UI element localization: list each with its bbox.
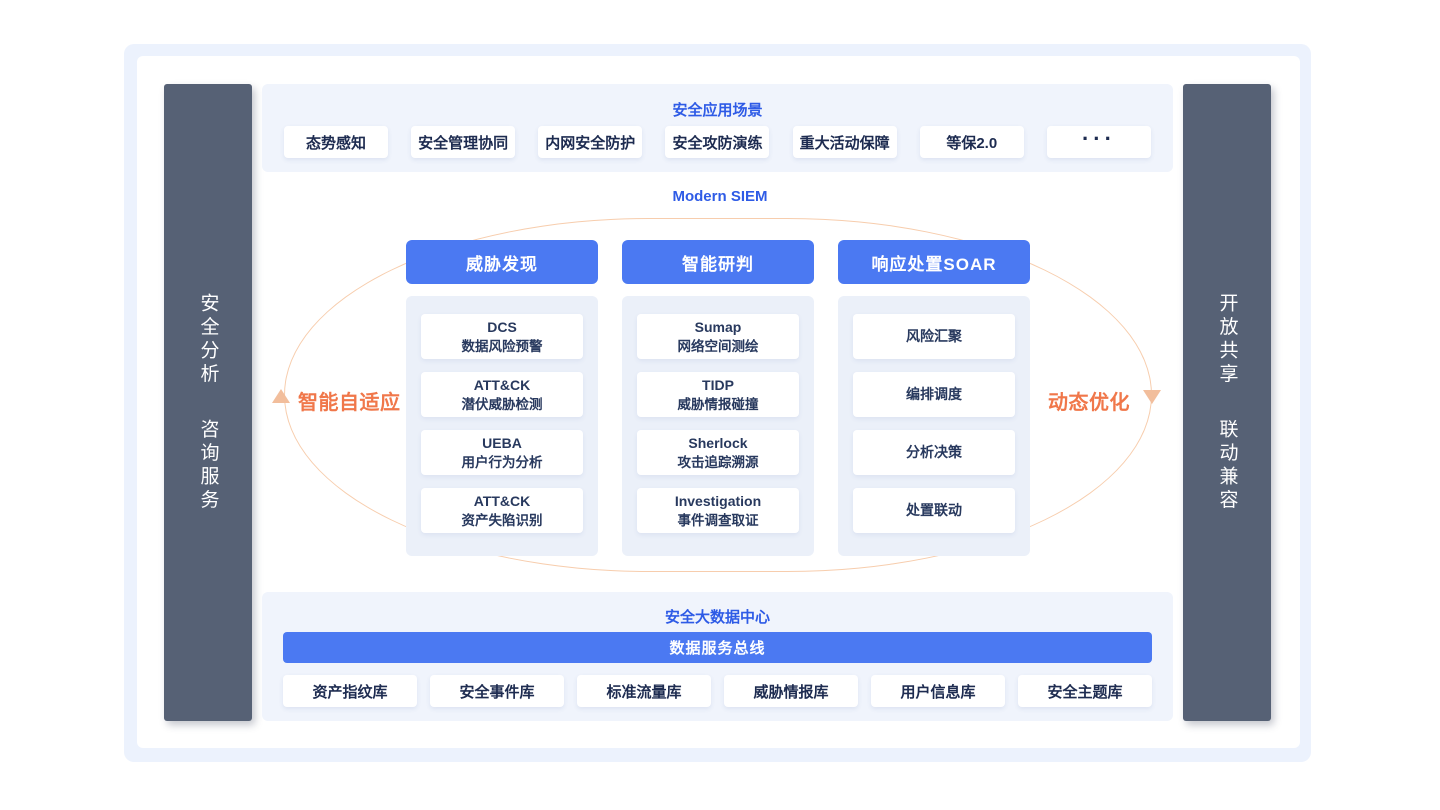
card-subtitle: 资产失陷识别 (461, 512, 543, 528)
card-subtitle: 网络空间测绘 (677, 338, 759, 354)
left-sidebar-label-consulting-services: 咨询服务 (197, 418, 219, 513)
scenario-chip-major-event-support[interactable]: 重大活动保障 (792, 126, 897, 158)
threat-discovery-header[interactable]: 威胁发现 (406, 240, 598, 284)
scenario-chip-attack-defense-drill[interactable]: 安全攻防演练 (665, 126, 770, 158)
capability-card-orchestration[interactable]: 编排调度 (853, 372, 1015, 417)
security-scenarios-section: 安全应用场景 态势感知 安全管理协同 内网安全防护 安全攻防演练 重大活动保障 … (262, 84, 1173, 172)
card-title: DCS (487, 318, 517, 335)
capability-card-sumap[interactable]: Sumap 网络空间测绘 (637, 314, 799, 359)
more-scenarios-ellipsis-icon[interactable]: ··· (1046, 126, 1151, 158)
response-soar-header[interactable]: 响应处置SOAR (838, 240, 1030, 284)
siem-section-title: Modern SIEM (672, 188, 768, 205)
card-subtitle: 处置联动 (906, 502, 962, 518)
column-intelligent-analysis: 智能研判 Sumap 网络空间测绘 TIDP 威胁情报碰撞 Sherlock 攻… (622, 240, 814, 556)
capability-card-tidp[interactable]: TIDP 威胁情报碰撞 (637, 372, 799, 417)
big-data-center-title: 安全大数据中心 (664, 609, 770, 626)
capability-card-disposal-linkage[interactable]: 处置联动 (853, 488, 1015, 533)
card-subtitle: 数据风险预警 (461, 338, 543, 354)
db-security-topic[interactable]: 安全主题库 (1018, 675, 1152, 707)
down-arrow-icon (1143, 390, 1161, 404)
intelligent-analysis-header[interactable]: 智能研判 (622, 240, 814, 284)
db-user-info[interactable]: 用户信息库 (871, 675, 1005, 707)
scenario-chip-situation-awareness[interactable]: 态势感知 (284, 126, 388, 158)
capability-card-investigation[interactable]: Investigation 事件调查取证 (637, 488, 799, 533)
card-title: TIDP (702, 376, 734, 393)
capability-card-dcs[interactable]: DCS 数据风险预警 (421, 314, 583, 359)
right-sidebar: 开放共享 联动兼容 (1183, 84, 1271, 721)
database-row: 资产指纹库 安全事件库 标准流量库 威胁情报库 用户信息库 安全主题库 (262, 675, 1173, 707)
card-subtitle: 分析决策 (906, 444, 962, 460)
data-service-bus-bar[interactable]: 数据服务总线 (283, 632, 1152, 663)
card-subtitle: 事件调查取证 (677, 512, 759, 528)
capability-card-attck-latent[interactable]: ATT&CK 潜伏威胁检测 (421, 372, 583, 417)
card-subtitle: 风险汇聚 (906, 328, 962, 344)
dynamic-optimization-label: 动态优化 (1048, 392, 1130, 414)
capability-card-risk-aggregation[interactable]: 风险汇聚 (853, 314, 1015, 359)
card-title: ATT&CK (473, 376, 531, 393)
card-subtitle: 潜伏威胁检测 (461, 396, 543, 412)
card-subtitle: 用户行为分析 (461, 454, 543, 470)
scenario-chip-row: 态势感知 安全管理协同 内网安全防护 安全攻防演练 重大活动保障 等保2.0 ·… (262, 126, 1173, 158)
db-standard-traffic[interactable]: 标准流量库 (577, 675, 711, 707)
threat-discovery-body: DCS 数据风险预警 ATT&CK 潜伏威胁检测 UEBA 用户行为分析 ATT… (406, 296, 598, 556)
column-threat-discovery: 威胁发现 DCS 数据风险预警 ATT&CK 潜伏威胁检测 UEBA 用户行为分… (406, 240, 598, 556)
db-threat-intel[interactable]: 威胁情报库 (724, 675, 858, 707)
card-title: Investigation (674, 492, 762, 509)
capability-card-ueba[interactable]: UEBA 用户行为分析 (421, 430, 583, 475)
capability-card-attck-compromise[interactable]: ATT&CK 资产失陷识别 (421, 488, 583, 533)
up-arrow-icon (272, 389, 290, 403)
scenario-chip-security-management[interactable]: 安全管理协同 (411, 126, 516, 158)
card-subtitle: 攻击追踪溯源 (677, 454, 759, 470)
adaptive-loop-label: 智能自适应 (298, 392, 401, 414)
card-title: ATT&CK (473, 492, 531, 509)
security-scenarios-title: 安全应用场景 (672, 102, 763, 119)
card-title: Sherlock (688, 434, 748, 451)
intelligent-analysis-body: Sumap 网络空间测绘 TIDP 威胁情报碰撞 Sherlock 攻击追踪溯源… (622, 296, 814, 556)
capability-card-decision[interactable]: 分析决策 (853, 430, 1015, 475)
db-security-event[interactable]: 安全事件库 (430, 675, 564, 707)
card-subtitle: 威胁情报碰撞 (677, 396, 759, 412)
scenario-chip-dengbao-2[interactable]: 等保2.0 (919, 126, 1024, 158)
card-title: Sumap (694, 318, 742, 335)
right-sidebar-label-linkage-compatibility: 联动兼容 (1216, 418, 1238, 513)
capability-card-sherlock[interactable]: Sherlock 攻击追踪溯源 (637, 430, 799, 475)
left-sidebar-label-security-analysis: 安全分析 (197, 292, 219, 387)
left-sidebar: 安全分析 咨询服务 (164, 84, 252, 721)
column-response-soar: 响应处置SOAR 风险汇聚 编排调度 分析决策 处置联动 (838, 240, 1030, 556)
big-data-center-section: 安全大数据中心 数据服务总线 资产指纹库 安全事件库 标准流量库 威胁情报库 用… (262, 592, 1173, 721)
right-sidebar-label-open-sharing: 开放共享 (1216, 292, 1238, 387)
card-title: UEBA (482, 434, 522, 451)
db-asset-fingerprint[interactable]: 资产指纹库 (283, 675, 417, 707)
scenario-chip-intranet-protection[interactable]: 内网安全防护 (538, 126, 643, 158)
card-subtitle: 编排调度 (906, 386, 962, 402)
response-soar-body: 风险汇聚 编排调度 分析决策 处置联动 (838, 296, 1030, 556)
